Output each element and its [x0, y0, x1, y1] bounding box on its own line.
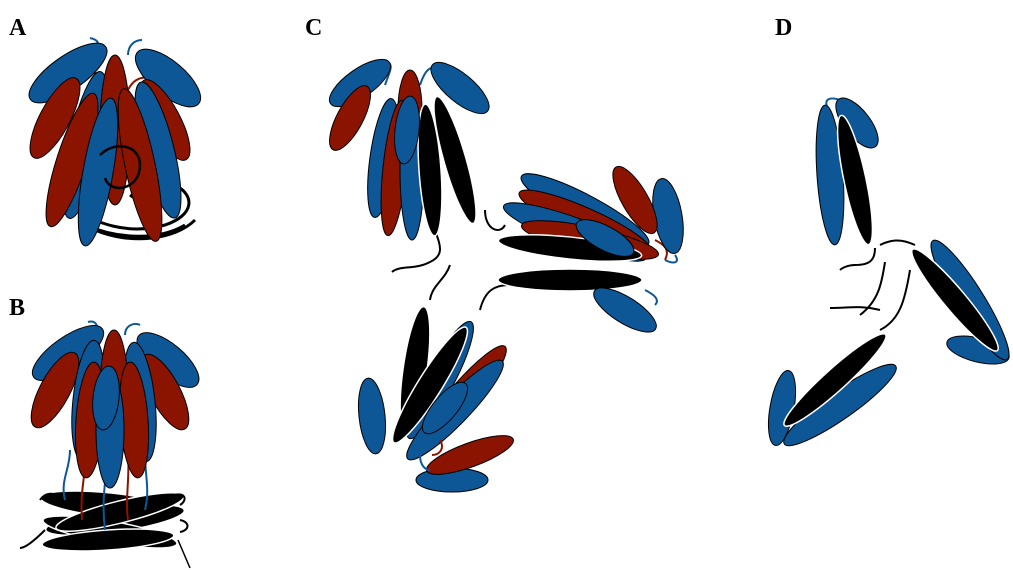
panel-d-bottom-domain — [767, 333, 897, 447]
panel-b-drawing — [19, 320, 200, 569]
panel-label-b: B — [9, 295, 26, 321]
panel-d-linkers — [829, 239, 916, 331]
panel-c-top-cluster — [328, 58, 490, 241]
helix-red — [30, 351, 80, 429]
panel-d-top-domain — [815, 97, 879, 246]
panel-d-right-domain — [910, 239, 1010, 365]
panel-d-drawing — [767, 97, 1010, 447]
panel-label-d: D — [775, 15, 793, 41]
panel-b-base — [19, 490, 191, 569]
panel-label-c: C — [305, 15, 323, 41]
helix-red — [29, 77, 81, 159]
panel-c-right-cluster — [497, 165, 684, 333]
panel-label-a: A — [9, 15, 27, 41]
panel-a-drawing — [28, 37, 202, 247]
panel-c-bottom-cluster — [357, 305, 514, 493]
panel-c-drawing — [328, 58, 684, 493]
helix-blue — [77, 97, 119, 247]
helix-blue — [92, 365, 120, 431]
